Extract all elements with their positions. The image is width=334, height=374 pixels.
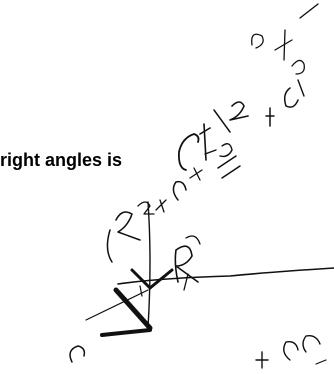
- top-right-scribble: [251, 3, 319, 75]
- handwritten-equation: [106, 155, 241, 263]
- triangle-diagram: [69, 201, 334, 363]
- handwritten-fraction: [177, 79, 305, 171]
- printed-caption: right angles is: [0, 150, 123, 170]
- bottom-right-scribble: [255, 334, 327, 369]
- handwritten-labels-right: [174, 235, 201, 291]
